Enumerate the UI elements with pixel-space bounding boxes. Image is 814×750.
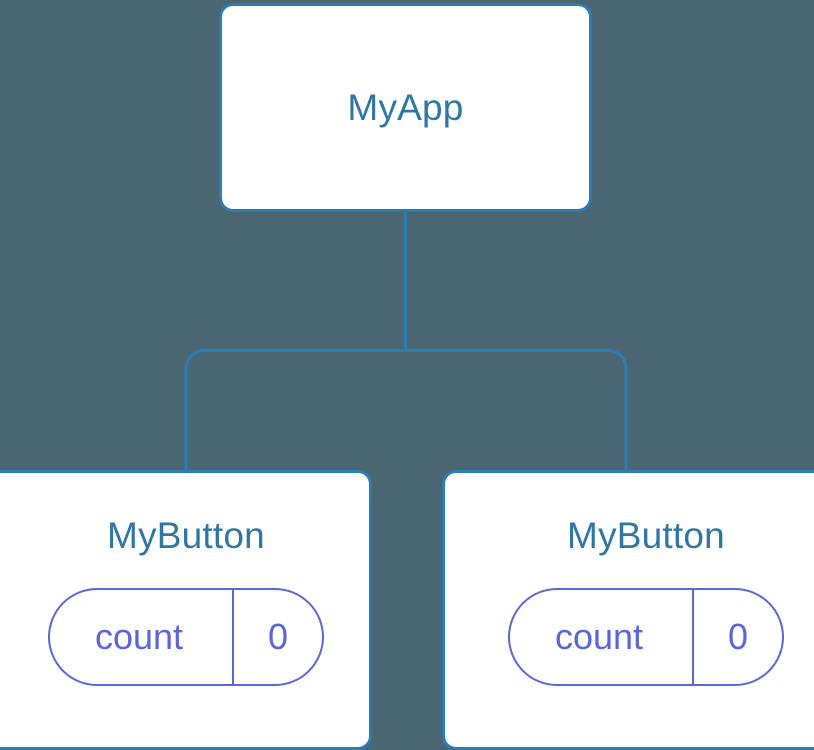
state-pill[interactable]: count 0: [48, 588, 324, 686]
state-pill[interactable]: count 0: [508, 588, 784, 686]
connector-branch-left: [184, 349, 406, 471]
state-value-label: 0: [692, 590, 782, 684]
component-node-title: MyButton: [107, 515, 265, 556]
component-node-myapp[interactable]: MyApp: [219, 3, 592, 212]
state-value-label: 0: [232, 590, 322, 684]
component-node-mybutton-right[interactable]: MyButton count 0: [442, 470, 814, 750]
component-node-title: MyButton: [567, 515, 725, 556]
component-tree-canvas: MyApp MyButton count 0 MyButton count 0: [0, 3, 814, 750]
state-key-label: count: [94, 616, 184, 657]
component-node-mybutton-left[interactable]: MyButton count 0: [0, 470, 372, 750]
component-node-title: MyApp: [347, 87, 464, 128]
connector-branch-right: [405, 349, 628, 471]
state-key-label: count: [554, 616, 644, 657]
